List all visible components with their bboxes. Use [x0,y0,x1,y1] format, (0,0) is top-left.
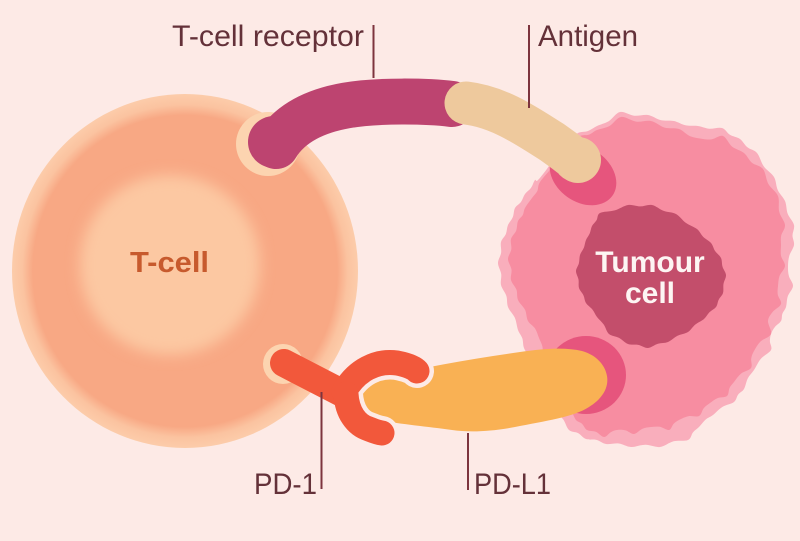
svg-text:PD-1: PD-1 [254,468,317,501]
svg-text:Antigen: Antigen [538,20,638,53]
svg-text:PD-L1: PD-L1 [474,468,551,501]
svg-text:Tumour: Tumour [595,246,705,279]
svg-text:cell: cell [625,277,675,310]
svg-text:T-cell receptor: T-cell receptor [172,20,364,53]
svg-text:T-cell: T-cell [130,247,209,279]
